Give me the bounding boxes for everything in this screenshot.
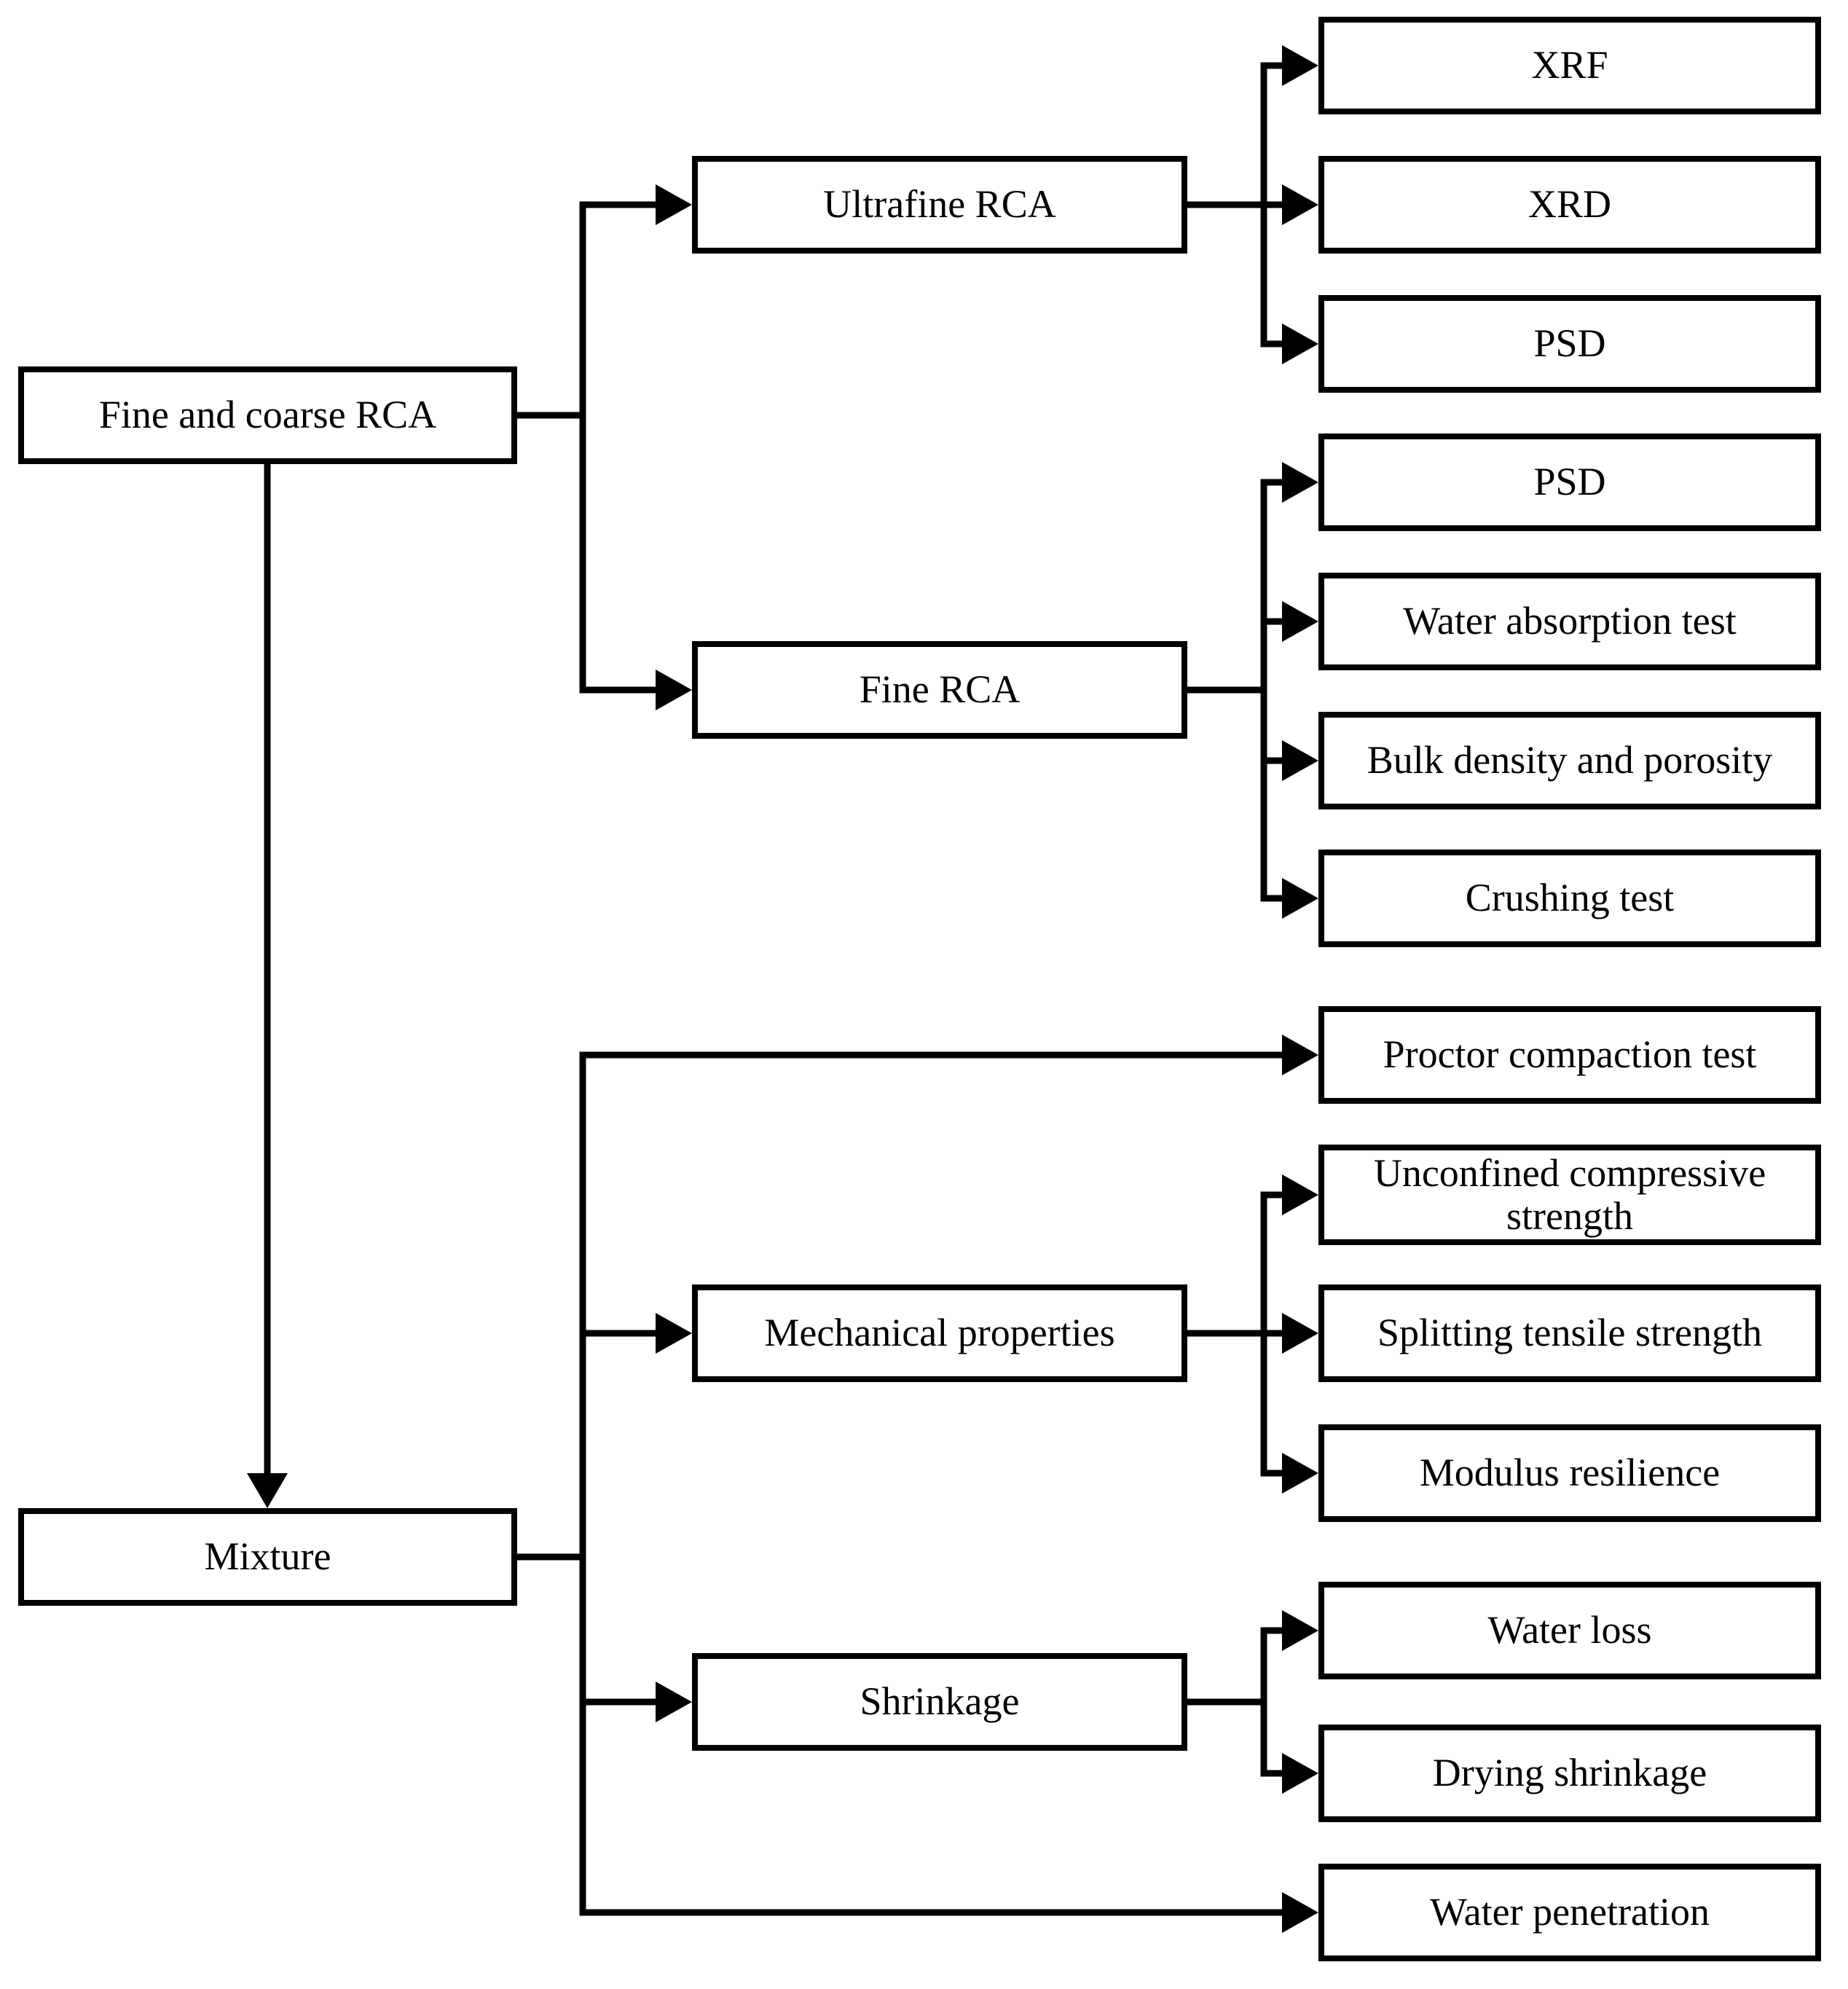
- node-modulus-resilience-label: Modulus resilience: [1419, 1451, 1721, 1495]
- node-xrd-label: XRD: [1527, 182, 1611, 227]
- node-psd-ultrafine: PSD: [1318, 295, 1821, 393]
- node-mixture-label: Mixture: [204, 1534, 331, 1579]
- arrowhead-shrinkage: [656, 1682, 692, 1722]
- arrowhead-mixture: [247, 1473, 288, 1508]
- arrowhead-xrf: [1282, 45, 1318, 86]
- node-drying-shrinkage-label: Drying shrinkage: [1432, 1751, 1707, 1795]
- node-fine-and-coarse-rca-label: Fine and coarse RCA: [98, 393, 437, 437]
- arrowhead-modulus: [1282, 1453, 1318, 1494]
- arrowhead-ultrafine-rca: [656, 184, 692, 225]
- edge-shrinkage-branch: [1184, 1610, 1318, 1794]
- arrowhead-mechanical: [656, 1313, 692, 1354]
- node-fine-rca-label: Fine RCA: [859, 667, 1021, 712]
- node-splitting-tensile-strength-label: Splitting tensile strength: [1377, 1311, 1762, 1355]
- arrowhead-psd-ultrafine: [1282, 323, 1318, 364]
- arrowhead-drying-shrinkage: [1282, 1753, 1318, 1794]
- node-ultrafine-rca: Ultrafine RCA: [692, 156, 1187, 254]
- arrowhead-water-absorption: [1282, 601, 1318, 642]
- arrowhead-xrd: [1282, 184, 1318, 225]
- node-modulus-resilience: Modulus resilience: [1318, 1424, 1821, 1522]
- node-bulk-density-and-porosity: Bulk density and porosity: [1318, 712, 1821, 809]
- arrowhead-proctor: [1282, 1035, 1318, 1075]
- node-shrinkage: Shrinkage: [692, 1653, 1187, 1751]
- node-psd-fine: PSD: [1318, 434, 1821, 531]
- arrowhead-unconfined: [1282, 1174, 1318, 1215]
- node-bulk-density-and-porosity-label: Bulk density and porosity: [1367, 738, 1773, 782]
- arrowhead-splitting: [1282, 1313, 1318, 1354]
- node-water-penetration-label: Water penetration: [1430, 1890, 1710, 1934]
- node-water-absorption-test: Water absorption test: [1318, 573, 1821, 670]
- arrowhead-water-penetration: [1282, 1892, 1318, 1933]
- node-mechanical-properties: Mechanical properties: [692, 1284, 1187, 1382]
- arrowhead-fine-rca: [656, 670, 692, 710]
- edge-fine-rca-branch: [1184, 462, 1318, 919]
- node-xrf-label: XRF: [1531, 43, 1608, 87]
- edge-root-to-mixture: [247, 461, 288, 1508]
- node-proctor-compaction-test: Proctor compaction test: [1318, 1006, 1821, 1104]
- node-water-absorption-test-label: Water absorption test: [1403, 599, 1737, 643]
- edge-ultrafine-branch: [1184, 45, 1318, 364]
- node-shrinkage-label: Shrinkage: [860, 1679, 1020, 1724]
- node-unconfined-compressive-strength: Unconfined compressive strength: [1318, 1145, 1821, 1245]
- edge-root-to-rca-branch: [514, 184, 692, 710]
- edge-mechanical-branch: [1184, 1174, 1318, 1494]
- node-water-loss-label: Water loss: [1487, 1608, 1652, 1652]
- node-mechanical-properties-label: Mechanical properties: [764, 1311, 1115, 1355]
- node-drying-shrinkage: Drying shrinkage: [1318, 1725, 1821, 1822]
- arrowhead-water-loss: [1282, 1610, 1318, 1651]
- edge-mixture-branch: [514, 1035, 1318, 1933]
- arrowhead-bulk-density: [1282, 740, 1318, 781]
- node-xrd: XRD: [1318, 156, 1821, 254]
- node-water-loss: Water loss: [1318, 1582, 1821, 1679]
- node-fine-rca: Fine RCA: [692, 641, 1187, 739]
- node-xrf: XRF: [1318, 17, 1821, 114]
- node-psd-ultrafine-label: PSD: [1533, 321, 1606, 366]
- arrowhead-crushing-test: [1282, 878, 1318, 919]
- node-psd-fine-label: PSD: [1533, 460, 1606, 504]
- node-crushing-test: Crushing test: [1318, 850, 1821, 947]
- node-ultrafine-rca-label: Ultrafine RCA: [823, 182, 1056, 227]
- node-unconfined-compressive-strength-label: Unconfined compressive strength: [1373, 1150, 1766, 1238]
- node-proctor-compaction-test-label: Proctor compaction test: [1383, 1032, 1757, 1077]
- node-fine-and-coarse-rca: Fine and coarse RCA: [18, 366, 517, 464]
- node-splitting-tensile-strength: Splitting tensile strength: [1318, 1284, 1821, 1382]
- arrowhead-psd-fine: [1282, 462, 1318, 503]
- node-mixture: Mixture: [18, 1508, 517, 1606]
- node-crushing-test-label: Crushing test: [1465, 876, 1675, 920]
- node-water-penetration: Water penetration: [1318, 1864, 1821, 1961]
